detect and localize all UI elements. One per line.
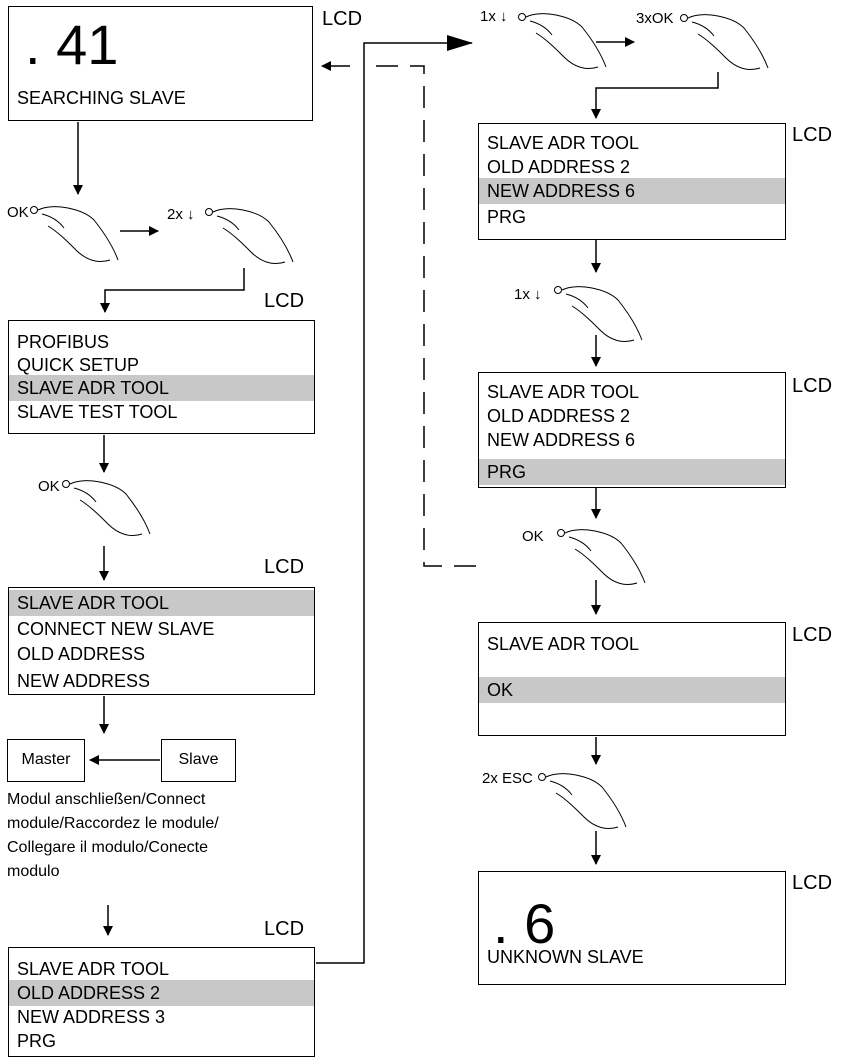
- adr-row-new-address: NEW ADDRESS: [17, 671, 151, 691]
- menu-row-profibus: PROFIBUS: [17, 332, 110, 352]
- adr-row-title: SLAVE ADR TOOL: [487, 634, 640, 654]
- adr-row-new-address: NEW ADDRESS 6: [479, 178, 785, 204]
- lcd-status-text: SEARCHING SLAVE: [17, 88, 186, 108]
- hand-press-icon: [538, 773, 627, 830]
- lcd-label: LCD: [792, 872, 833, 894]
- adr-row-old-address: OLD ADDRESS 2: [487, 406, 631, 426]
- arrow-3xok-to-newaddr: [591, 72, 719, 119]
- adr-row-ok: OK: [479, 677, 785, 703]
- key-1x-down-label: 1x ↓: [480, 8, 508, 25]
- slave-address-value: . 6: [493, 892, 556, 955]
- lcd-label: LCD: [792, 624, 833, 646]
- arrow-oldaddr-to-right: [316, 35, 473, 964]
- hand-press-icon: [30, 206, 119, 263]
- adr-row-title: SLAVE ADR TOOL: [487, 133, 640, 153]
- adr-row-title: SLAVE ADR TOOL: [17, 959, 170, 979]
- hand-press-icon: [680, 14, 769, 71]
- lcd-ok-confirm: SLAVE ADR TOOL OK: [478, 622, 786, 736]
- lcd-prg: SLAVE ADR TOOL OLD ADDRESS 2 NEW ADDRESS…: [478, 372, 786, 488]
- lcd-label: LCD: [264, 290, 305, 312]
- adr-row-prg: PRG: [479, 459, 785, 485]
- lcd-label: LCD: [792, 124, 833, 146]
- adr-row-old-address: OLD ADDRESS: [17, 644, 146, 664]
- lcd-label: LCD: [792, 375, 833, 397]
- lcd-adr-tool-start: SLAVE ADR TOOL CONNECT NEW SLAVE OLD ADD…: [8, 587, 315, 695]
- adr-row-title: SLAVE ADR TOOL: [487, 382, 640, 402]
- adr-row-old-address: OLD ADDRESS 2: [487, 157, 631, 177]
- adr-row-prg: PRG: [17, 1031, 57, 1051]
- connect-note-line-2: module/Raccordez le module/: [7, 815, 219, 832]
- menu-row-slave-adr-tool: SLAVE ADR TOOL: [9, 375, 314, 401]
- lcd-label: LCD: [264, 556, 305, 578]
- key-2x-esc-label: 2x ESC: [482, 770, 533, 787]
- hand-press-icon: [554, 286, 643, 343]
- connect-note-line-3: Collegare il modulo/Conecte: [7, 839, 208, 856]
- lcd-status-text: UNKNOWN SLAVE: [487, 947, 644, 967]
- master-box: Master: [7, 739, 85, 782]
- slave-label: Slave: [178, 751, 219, 768]
- lcd-label: LCD: [264, 918, 305, 940]
- slave-box: Slave: [161, 739, 236, 782]
- hand-press-icon: [62, 480, 151, 537]
- key-ok-label: OK: [7, 204, 29, 221]
- lcd-unknown-slave: . 6 UNKNOWN SLAVE: [478, 871, 786, 985]
- adr-row-old-address: OLD ADDRESS 2: [9, 980, 314, 1006]
- adr-row-new-address: NEW ADDRESS 3: [17, 1007, 166, 1027]
- hand-press-icon: [205, 208, 294, 265]
- arrow-2xdown-to-menu: [100, 268, 245, 313]
- lcd-main-menu: PROFIBUS QUICK SETUP SLAVE ADR TOOL SLAV…: [8, 320, 315, 434]
- slave-address-value: . 41: [25, 13, 119, 76]
- key-1x-down-label: 1x ↓: [514, 286, 542, 303]
- key-ok-label: OK: [38, 478, 60, 495]
- adr-row-new-address: NEW ADDRESS 6: [487, 430, 636, 450]
- adr-row-title: SLAVE ADR TOOL: [9, 590, 314, 616]
- connect-note-line-1: Modul anschließen/Connect: [7, 791, 206, 808]
- lcd-label: LCD: [322, 8, 363, 30]
- hand-press-icon: [557, 529, 646, 586]
- key-2x-down-label: 2x ↓: [167, 206, 195, 223]
- dashed-return-path: [364, 65, 476, 567]
- key-ok-label: OK: [522, 528, 544, 545]
- hand-press-icon: [518, 13, 607, 70]
- lcd-searching-slave: . 41 SEARCHING SLAVE: [8, 6, 313, 121]
- connect-note-line-4: modulo: [7, 863, 60, 880]
- menu-row-slave-test-tool: SLAVE TEST TOOL: [17, 402, 178, 422]
- lcd-old-address-2: SLAVE ADR TOOL OLD ADDRESS 2 NEW ADDRESS…: [8, 947, 315, 1057]
- master-label: Master: [21, 751, 71, 768]
- adr-row-prg: PRG: [487, 207, 527, 227]
- key-3x-ok-label: 3xOK: [636, 10, 674, 27]
- menu-row-quick-setup: QUICK SETUP: [17, 355, 140, 375]
- adr-row-connect: CONNECT NEW SLAVE: [17, 619, 215, 639]
- lcd-new-address-6: SLAVE ADR TOOL OLD ADDRESS 2 NEW ADDRESS…: [478, 123, 786, 240]
